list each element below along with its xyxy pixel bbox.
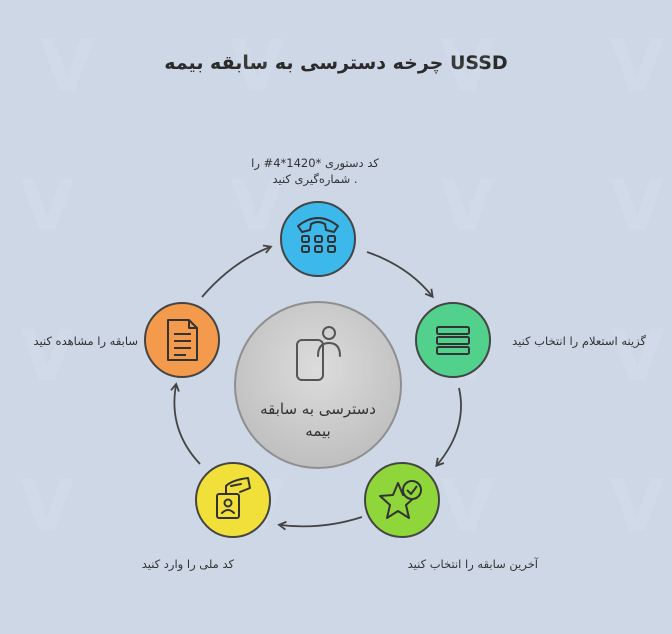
svg-text:V: V (440, 165, 494, 247)
svg-text:V: V (20, 165, 74, 247)
center-circle (234, 301, 402, 469)
step-1-label-line2: . شماره‌گیری کنید (272, 172, 358, 186)
svg-text:V: V (610, 315, 664, 397)
svg-text:V: V (610, 25, 664, 107)
arrow-2-3 (435, 387, 462, 468)
phone-keypad-icon (297, 217, 339, 253)
center-label-line1: دسترسی به سابقه (260, 400, 376, 418)
step-3-node (364, 462, 440, 538)
step-2-label: گزینه استعلام را انتخاب کنید (500, 333, 646, 349)
center-label-line2: بیمه (305, 422, 331, 440)
step-3-label: آخرین سابقه را انتخاب کنید (392, 556, 538, 572)
svg-text:V: V (20, 315, 74, 397)
step-2-label-text: گزینه استعلام را انتخاب کنید (512, 334, 646, 348)
step-5-label-text: سابقه را مشاهده کنید (33, 334, 138, 348)
arrow-1-2 (366, 251, 434, 299)
svg-text:V: V (610, 465, 664, 547)
step-1-node (280, 201, 356, 277)
arrow-4-5 (170, 382, 201, 465)
svg-text:V: V (440, 25, 494, 107)
document-icon (167, 319, 198, 361)
step-1-label-line1: کد دستوری *1420*4# را (251, 156, 379, 170)
step-5-node (144, 302, 220, 378)
person-phone-icon (296, 326, 341, 381)
step-3-label-text: آخرین سابقه را انتخاب کنید (407, 557, 538, 571)
menu-list-icon (436, 326, 470, 355)
svg-text:V: V (230, 25, 284, 107)
svg-text:V: V (440, 465, 494, 547)
arrow-5-1 (201, 244, 273, 298)
id-card-hand-icon (216, 477, 251, 519)
arrow-3-4 (277, 516, 363, 531)
step-1-label: کد دستوری *1420*4# را . شماره‌گیری کنید (242, 155, 388, 187)
step-4-label-text: کد ملی را وارد کنید (141, 557, 234, 571)
diagram-title: USSD چرخه دسترسی به سابقه بیمه (164, 52, 508, 74)
svg-text:V: V (230, 165, 284, 247)
center-label: دسترسی به سابقه بیمه (238, 398, 398, 442)
step-2-node (415, 302, 491, 378)
step-5-label: سابقه را مشاهده کنید (10, 333, 138, 349)
step-4-label: کد ملی را وارد کنید (108, 556, 234, 572)
svg-text:V: V (610, 165, 664, 247)
step-4-node (195, 462, 271, 538)
star-check-icon (379, 480, 422, 519)
svg-text:V: V (40, 25, 94, 107)
svg-text:V: V (20, 465, 74, 547)
